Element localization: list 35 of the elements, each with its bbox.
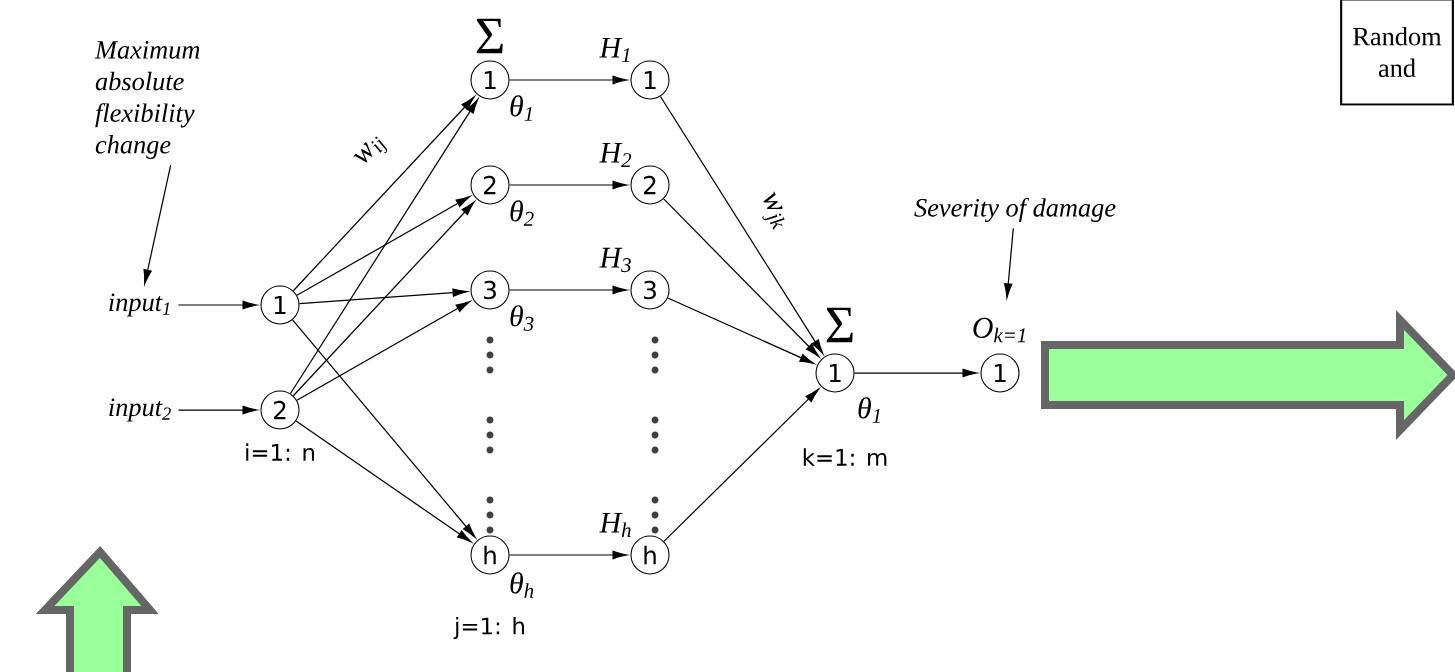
edge-label: w$_{jk}$ [751, 188, 793, 236]
node-label: input$_{2}$ [109, 398, 171, 422]
arrow [508, 550, 628, 560]
math-label: θ$_{2}$ [510, 200, 534, 226]
node-label: Maximum absolute flexibility change [94, 41, 200, 159]
arrow [508, 285, 628, 295]
sum-symbol: Σ [476, 18, 503, 54]
math-label: θ$_{1}$ [858, 397, 880, 423]
arrow [508, 75, 628, 85]
index-range: i=1: n [246, 443, 314, 461]
arrow [295, 420, 472, 543]
index-range: k=1: m [803, 448, 887, 466]
math-label: H$_{1}$ [599, 37, 630, 63]
math-label: θ$_{1}$ [510, 95, 532, 121]
node-label: input$_{1}$ [109, 293, 170, 317]
arrow [853, 368, 978, 378]
index-range: j=1: h [453, 616, 524, 640]
math-label: H$_{h}$ [599, 512, 631, 538]
math-label: θ$_{h}$ [510, 572, 534, 598]
math-label: θ$_{3}$ [510, 305, 534, 331]
arrow [663, 198, 820, 358]
arrow [177, 405, 258, 415]
sum-symbol: Σ [826, 307, 853, 343]
arrow [508, 180, 628, 190]
note-box: Random and [1340, 0, 1454, 106]
arrow [663, 388, 820, 542]
node-label: Severity of damage [914, 197, 1116, 223]
arrow [667, 297, 815, 365]
arrow [1004, 227, 1014, 299]
arrow [177, 300, 258, 310]
math-label: H$_{3}$ [599, 247, 631, 273]
math-label: H$_{2}$ [599, 142, 632, 168]
arrow [143, 164, 172, 285]
arrow [659, 95, 824, 354]
math-label: O$_{k=1}$ [973, 317, 1026, 343]
